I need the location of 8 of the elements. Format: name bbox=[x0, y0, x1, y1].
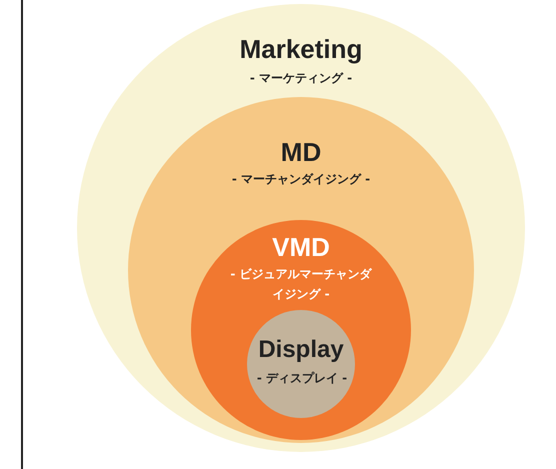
circle-subtitle: - マーケティング - bbox=[248, 70, 354, 87]
circle-subtitle: - マーチャンダイジング - bbox=[230, 171, 372, 188]
circle-title: VMD bbox=[272, 232, 330, 263]
circle-title: Display bbox=[258, 336, 344, 364]
circle-title: Marketing bbox=[240, 34, 362, 65]
circle-title: MD bbox=[280, 137, 322, 168]
circle-subtitle: - ディスプレイ - bbox=[256, 370, 348, 387]
circle-subtitle: - ビジュアルマーチャンダイジング - bbox=[229, 266, 373, 303]
